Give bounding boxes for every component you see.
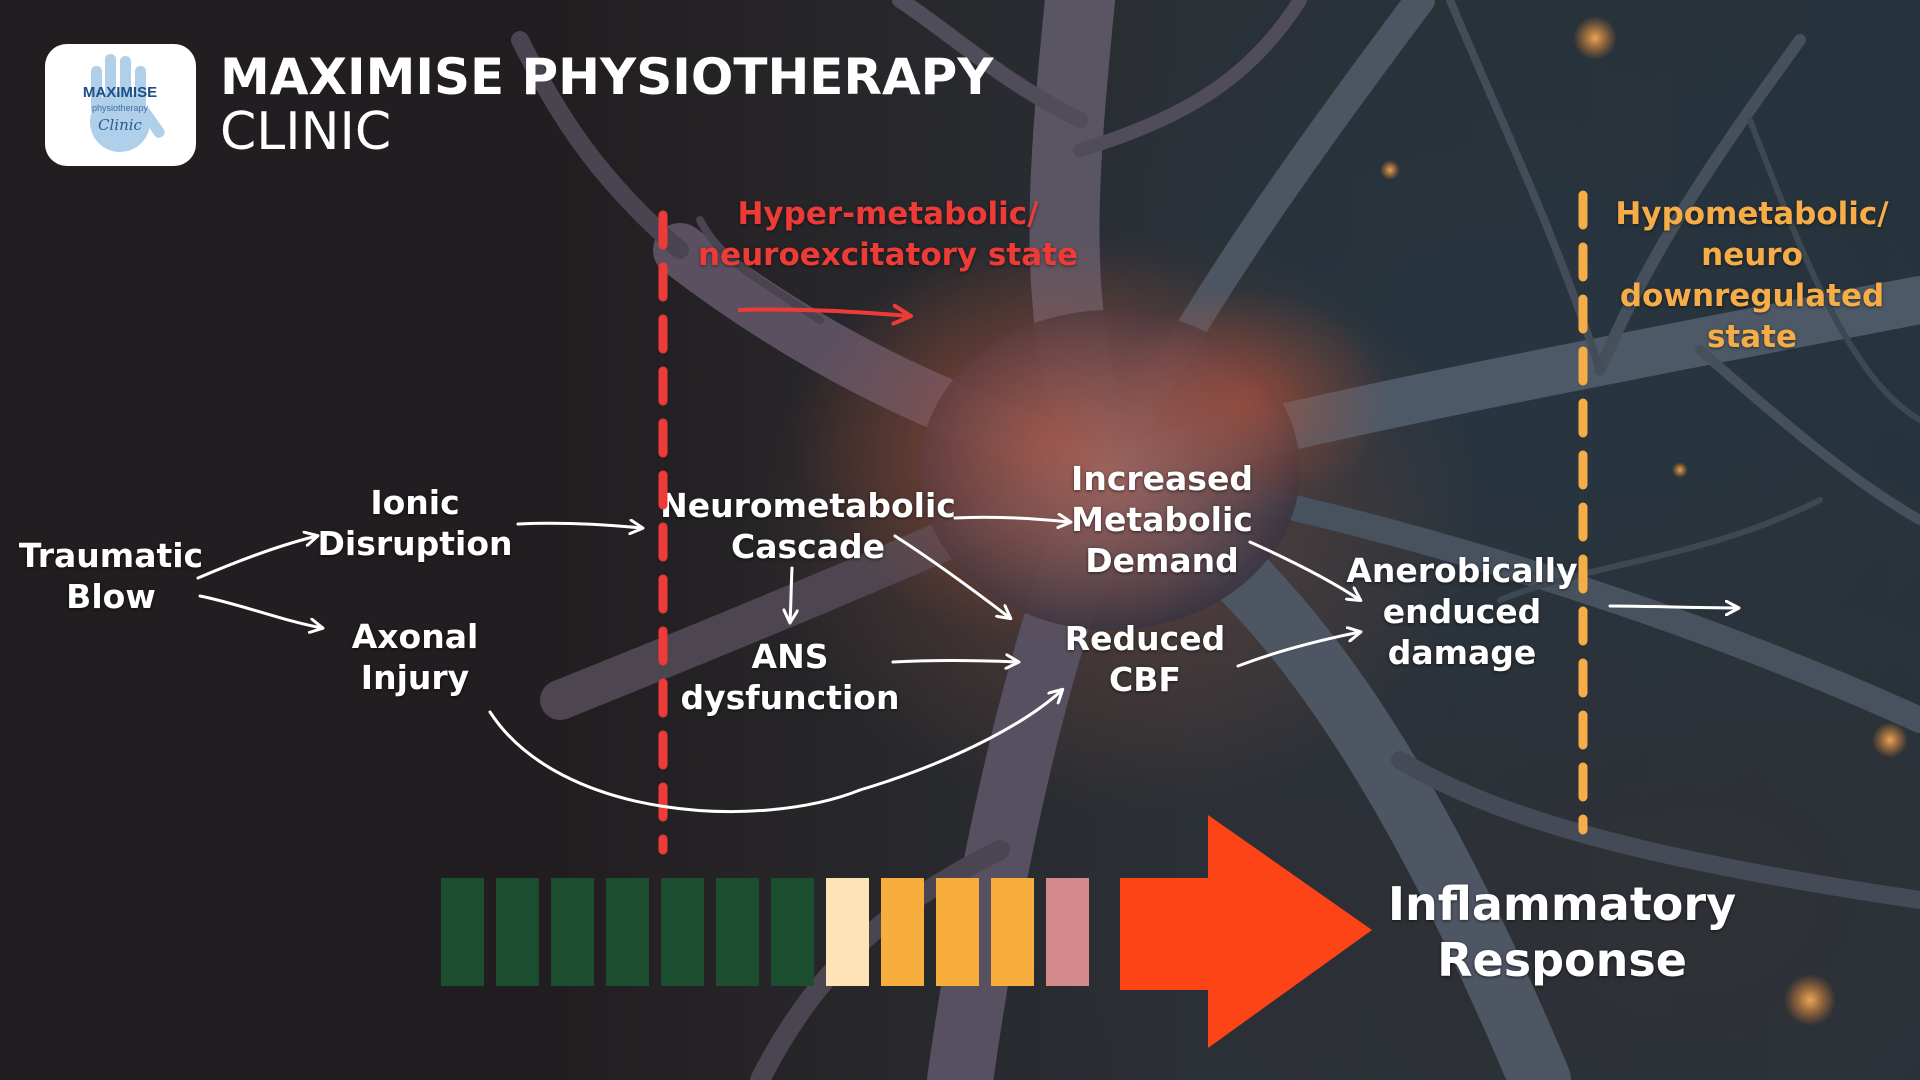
severity-bar-cell [496,878,539,986]
node-label-line: Ionic [370,483,460,522]
node-label-line: Metabolic [1071,500,1253,539]
node-label-line: Neurometabolic [660,486,956,525]
clinic-logo: MAXIMISE physiotherapy Clinic [45,44,196,166]
severity-bar-cell [771,878,814,986]
node-increased-metabolic-demand: Increased Metabolic Demand [1071,458,1253,581]
response-label-line: Response [1437,933,1687,987]
node-label-line: Injury [360,658,470,697]
arrow-ans-to-cbf [891,661,1018,663]
arrow-blow-to-ionic [196,536,317,580]
node-label-line: Axonal [351,617,479,656]
hand-print-icon [90,54,165,152]
inflammatory-response-label: Inflammatory Response [1388,876,1736,988]
state-label-line: Hyper-metabolic/ [737,196,1039,232]
arrow-cascade-to-ans [790,566,792,622]
hyper-metabolic-state-label: Hyper-metabolic/ neuroexcitatory state [698,194,1078,276]
logo-wordmark: MAXIMISE [83,84,157,101]
node-label-line: Demand [1085,541,1239,580]
hypometabolic-state-label: Hypometabolic/ neuro downregulated state [1615,194,1888,358]
arrow-blow-to-axonal [198,594,322,628]
node-reduced-cbf: Reduced CBF [1065,618,1225,700]
node-label-line: dysfunction [680,678,900,717]
severity-bar-cell [936,878,979,986]
arrow-cbf-to-damage [1236,632,1360,668]
node-traumatic-blow: Traumatic Blow [19,535,203,617]
node-axonal-injury: Axonal Injury [352,616,479,698]
node-ionic-disruption: Ionic Disruption [318,482,513,564]
state-label-line: neuroexcitatory state [698,237,1078,273]
severity-bar-cell [991,878,1034,986]
severity-bar-cell [881,878,924,986]
node-label-line: damage [1387,633,1537,672]
severity-bar-cell [661,878,704,986]
arrow-axonal-to-cbf [488,690,1062,814]
logo-subtext: physiotherapy [92,103,149,113]
clinic-name: MAXIMISE PHYSIOTHERAPY [220,48,994,106]
state-label-line: Hypometabolic/ [1615,196,1889,232]
arrow-demand-to-damage [1248,540,1360,600]
node-label-line: Traumatic [18,536,204,575]
node-neurometabolic-cascade: Neurometabolic Cascade [660,485,956,567]
node-ans-dysfunction: ANS dysfunction [681,636,900,718]
node-label-line: Anerobically [1346,551,1578,590]
node-label-line: enduced [1382,592,1542,631]
node-label-line: Cascade [731,527,885,566]
arrow-cascade-to-demand [953,517,1070,522]
node-label-line: Disruption [317,524,513,563]
severity-bar-cell [716,878,759,986]
arrow-damage-to-hypo [1608,606,1738,608]
severity-bar-cell [826,878,869,986]
hyper-state-arrow [737,303,913,326]
state-label-line: neuro [1701,237,1803,273]
state-label-line: state [1706,319,1798,355]
node-label-line: ANS [751,637,829,676]
severity-bar-cell [441,878,484,986]
arrow-ionic-to-cascade [516,523,642,528]
severity-bar-cell [606,878,649,986]
severity-bar-cell [551,878,594,986]
node-label-line: Blow [66,577,156,616]
response-label-line: Inflammatory [1387,877,1737,931]
node-anerobic-damage: Anerobically enduced damage [1346,550,1577,673]
clinic-subtitle: CLINIC [220,102,392,162]
logo-script-text: Clinic [98,116,143,134]
node-label-line: Reduced [1064,619,1226,658]
inflammation-arrow [1120,815,1372,1048]
severity-bar-cell [1046,878,1089,986]
severity-bar [441,878,1089,986]
node-label-line: Increased [1071,459,1253,498]
state-label-line: downregulated [1619,278,1885,314]
arrow-cascade-to-cbf [893,534,1010,618]
node-label-line: CBF [1109,660,1181,699]
